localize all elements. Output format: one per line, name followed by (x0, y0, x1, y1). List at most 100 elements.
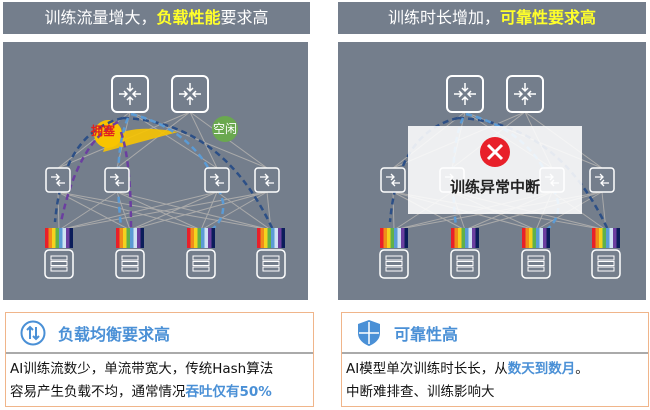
server-icon (256, 249, 286, 279)
gpu-color-bar (260, 228, 264, 248)
server-slot (262, 266, 280, 272)
link (392, 191, 395, 231)
server-icon (521, 249, 551, 279)
gpu-color-bar (397, 228, 401, 248)
server-slot (385, 255, 403, 261)
converge-arrows-icon (514, 83, 536, 105)
link (58, 191, 268, 231)
server-slot (50, 261, 68, 266)
core-switch-icon (506, 75, 544, 113)
server-slot (597, 266, 615, 272)
spine-switch-icon (204, 167, 230, 193)
card-text-line: 容易产生负载不均，通常情况吞吐仅有50% (10, 384, 272, 400)
server-icon (44, 249, 74, 279)
gpu-color-bar (119, 228, 123, 248)
gpu-color-bar (197, 228, 201, 248)
gpu-color-bar (529, 228, 533, 248)
gpu-color-bar (123, 228, 127, 248)
interrupt-text: 训练异常中断 (449, 178, 540, 196)
core-switch-icon (111, 75, 149, 113)
converge-arrows-icon (119, 83, 141, 105)
server-slot (50, 266, 68, 272)
link (189, 111, 218, 169)
gpu-color-bar (130, 228, 134, 248)
link (216, 191, 272, 231)
reliability-card: 可靠性高 AI模型单次训练时长长，从数天到数月。中断难排查、训练影响大 (341, 312, 649, 407)
gpu-color-bar (45, 228, 49, 248)
gpu-color-bar (264, 228, 268, 248)
gpu-color-bar (201, 228, 205, 248)
exchange-arrows-icon (260, 173, 274, 187)
exchange-arrows-icon (110, 173, 124, 187)
server-icon (591, 249, 621, 279)
server-slot (456, 255, 474, 261)
traffic-flow (53, 116, 124, 223)
server-slot (527, 255, 545, 261)
gpu-color-bar (536, 228, 540, 248)
server-slot (121, 255, 139, 261)
gpu-color-bar (62, 228, 66, 248)
gpu-color-bar (468, 228, 472, 248)
link (200, 191, 218, 231)
card-text-line: 中断难排查、训练影响大 (346, 384, 495, 400)
gpu-color-bar (278, 228, 282, 248)
server-slot (456, 266, 474, 272)
gpu-color-bar (271, 228, 275, 248)
gpu-color-bar (613, 228, 617, 248)
link (129, 191, 218, 231)
gpu-color-bar (599, 228, 603, 248)
gpu-color-bar (525, 228, 529, 248)
server-slot (121, 266, 139, 272)
link (129, 191, 268, 231)
up-down-arrows-icon (20, 320, 46, 345)
gpu-color-bar (451, 228, 455, 248)
gpu-color-bar (208, 228, 212, 248)
link (116, 111, 191, 169)
converge-arrows-icon (454, 83, 476, 105)
link (116, 191, 202, 231)
traffic-flow (116, 117, 130, 228)
gpu-color-bar (606, 228, 610, 248)
server-slot (262, 261, 280, 266)
server-slot (50, 255, 68, 261)
server-slot (597, 261, 615, 266)
server-slot (385, 266, 403, 272)
gpu-color-bar (133, 228, 137, 248)
gpu-color-bar (137, 228, 141, 248)
gpu-color-bar (59, 228, 63, 248)
gpu-color-bar (454, 228, 458, 248)
spine-switch-icon (104, 167, 130, 193)
congested-label: 拥塞 (91, 124, 116, 138)
spine-switch-icon (380, 167, 406, 193)
gpu-color-bar (390, 228, 394, 248)
shield-icon (358, 319, 380, 346)
idle-burst-icon (212, 116, 238, 142)
gpu-color-bar (274, 228, 278, 248)
gpu-color-bar (592, 228, 596, 248)
core-switch-icon (171, 75, 209, 113)
exchange-arrows-icon (595, 173, 609, 187)
exchange-arrows-icon (386, 173, 400, 187)
spine-switch-icon (589, 167, 615, 193)
interrupt-overlay: 训练异常中断 (408, 126, 582, 214)
link (57, 191, 202, 231)
gpu-color-bar (543, 228, 547, 248)
gpu-color-bar (140, 228, 144, 248)
link (58, 191, 218, 231)
server-slot (527, 261, 545, 266)
gpu-color-bar (465, 228, 469, 248)
gpu-color-bar (401, 228, 405, 248)
right-title: 训练时长增加，可靠性要求高 (338, 2, 646, 34)
card-heading: 负载均衡要求高 (58, 324, 171, 344)
server-icon (186, 249, 216, 279)
server-slot (456, 261, 474, 266)
traffic-flow (122, 116, 275, 231)
gpu-color-bar (539, 228, 543, 248)
gpu-color-bar (609, 228, 613, 248)
exchange-arrows-icon (210, 173, 224, 187)
gpu-color-bar (190, 228, 194, 248)
gpu-color-bar (595, 228, 599, 248)
error-x-icon (480, 137, 510, 167)
card-text-line: AI模型单次训练时长长，从数天到数月。 (346, 361, 589, 377)
gpu-color-bar (404, 228, 408, 248)
